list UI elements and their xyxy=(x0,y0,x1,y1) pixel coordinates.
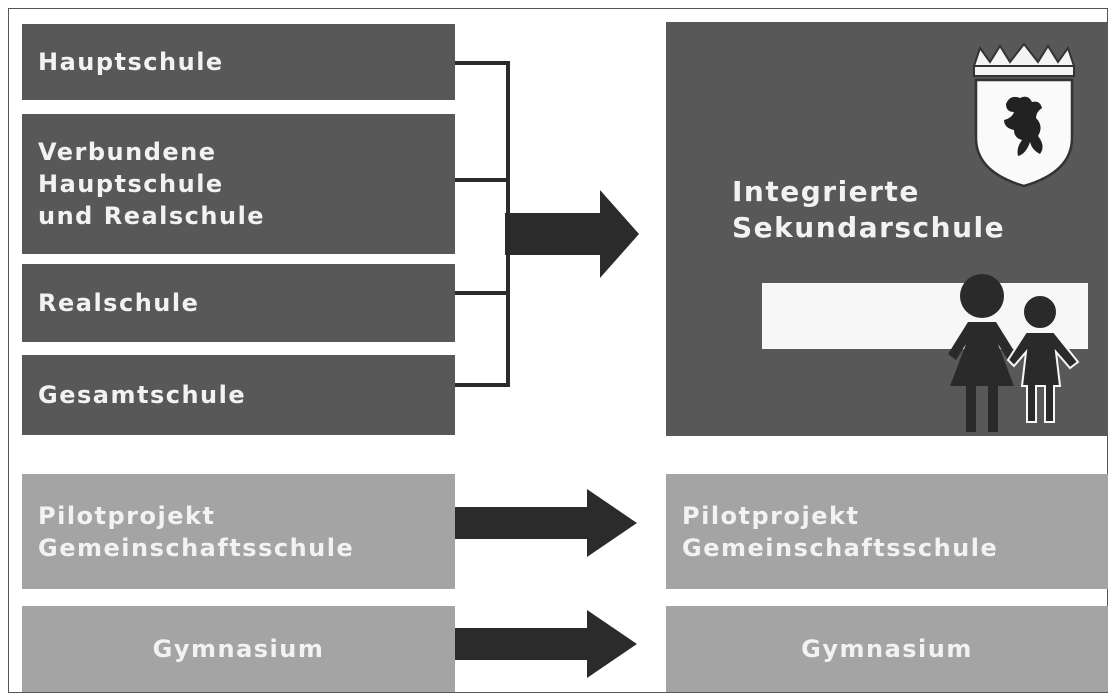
target-title-line1: Integrierte xyxy=(732,175,920,208)
target-title-line2: Sekundarschule xyxy=(732,211,1006,244)
box-verbundene: Verbundene Hauptschule und Realschule xyxy=(22,114,455,254)
box-pilot-left: Pilotprojekt Gemeinschaftsschule xyxy=(22,474,455,589)
berlin-coat-of-arms-icon xyxy=(972,42,1076,188)
mother-child-icon xyxy=(948,274,1080,432)
box-gymnasium-left: Gymnasium xyxy=(22,606,455,692)
box-pilot-right-label: Pilotprojekt Gemeinschaftsschule xyxy=(682,501,999,562)
box-gesamtschule-label: Gesamtschule xyxy=(38,381,247,409)
box-pilot-right: Pilotprojekt Gemeinschaftsschule xyxy=(666,474,1108,589)
box-verbundene-line3: und Realschule xyxy=(38,202,266,230)
pilot-arrow xyxy=(455,489,637,557)
box-realschule-label: Realschule xyxy=(38,289,200,317)
box-gesamtschule: Gesamtschule xyxy=(22,355,455,435)
box-hauptschule-label: Hauptschule xyxy=(38,48,224,76)
box-gymnasium-right-label: Gymnasium xyxy=(801,635,973,663)
box-verbundene-line1: Verbundene xyxy=(38,138,217,166)
box-gymnasium-right: Gymnasium xyxy=(666,606,1108,692)
box-verbundene-line2: Hauptschule xyxy=(38,170,224,198)
box-realschule: Realschule xyxy=(22,264,455,342)
merge-arrow xyxy=(505,190,639,278)
target-title: Integrierte Sekundarschule xyxy=(732,174,1005,246)
gymnasium-arrow xyxy=(455,610,637,678)
box-hauptschule: Hauptschule xyxy=(22,24,455,100)
box-pilot-left-label: Pilotprojekt Gemeinschaftsschule xyxy=(38,501,355,562)
box-gymnasium-left-label: Gymnasium xyxy=(152,635,325,663)
